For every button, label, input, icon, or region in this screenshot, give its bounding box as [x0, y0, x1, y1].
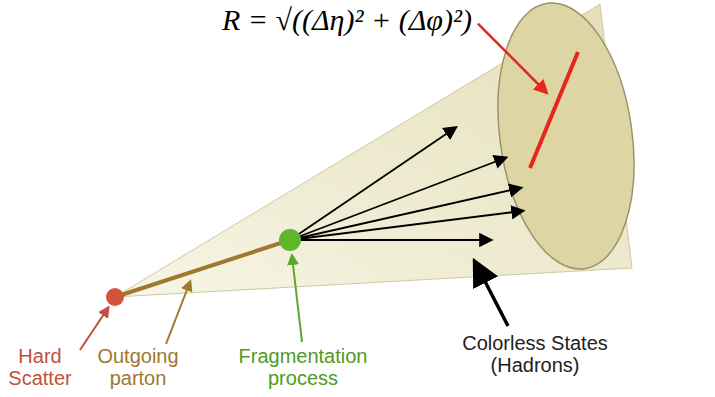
fragmentation-label: Fragmentation process	[226, 345, 380, 389]
leader-arrow	[292, 256, 302, 342]
parton-line	[115, 240, 290, 297]
leader-arrow	[80, 308, 108, 350]
fragmentation-dot	[279, 229, 301, 251]
cone-opening	[482, 0, 650, 278]
leader-arrow	[476, 264, 508, 326]
radius-line	[530, 52, 578, 168]
parton-label: Outgoing parton	[86, 345, 190, 389]
leader-arrow	[166, 282, 190, 344]
leader-arrow	[478, 24, 546, 92]
hard-scatter-dot	[106, 288, 124, 306]
hadron-arrows	[290, 128, 522, 240]
formula-label: R = √((Δη)² + (Δφ)²)	[222, 2, 472, 38]
hadrons-label: Colorless States (Hadrons)	[440, 332, 630, 376]
hard-scatter-label: Hard Scatter	[3, 345, 77, 389]
